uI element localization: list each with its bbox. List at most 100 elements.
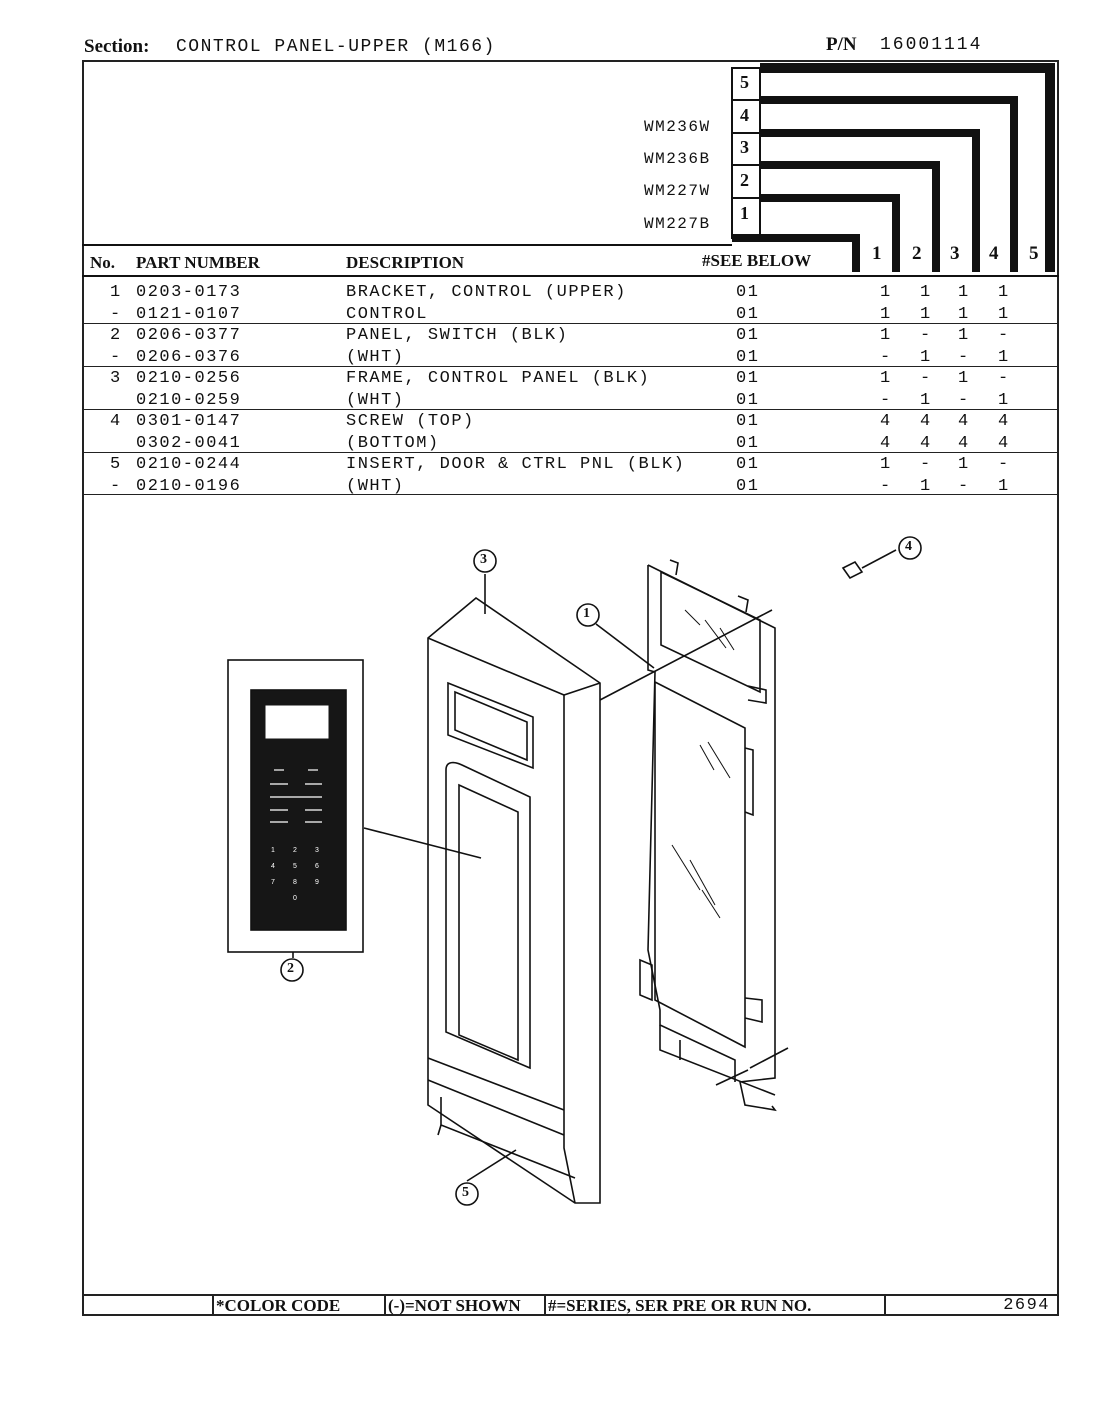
col-header-qty: 4 [989, 243, 999, 264]
callout-circle [898, 536, 922, 560]
row-number: - [110, 304, 122, 324]
table-row: 0210-0259(WHT)01-1-1 [84, 391, 1059, 412]
section-title: CONTROL PANEL-UPPER (M166) [176, 37, 496, 57]
col-header-no: No. [90, 253, 116, 272]
part-description: BRACKET, CONTROL (UPPER) [346, 283, 627, 302]
qty-model-2: 1 [920, 390, 932, 410]
switch-panel-outline [227, 659, 364, 953]
part-description: FRAME, CONTROL PANEL (BLK) [346, 369, 651, 388]
callout-circle [473, 549, 497, 573]
model-code: WM227W [644, 182, 711, 200]
qty-model-4: 1 [998, 347, 1010, 367]
callout-number: 1 [583, 606, 590, 621]
row-number: 5 [110, 455, 122, 474]
group-divider [84, 494, 1059, 495]
see-below-code: 01 [736, 476, 760, 496]
part-number: 0206-0377 [136, 326, 242, 345]
part-description: INSERT, DOOR & CTRL PNL (BLK) [346, 455, 686, 474]
qty-model-1: - [880, 476, 892, 496]
keypad-digit: 7 [271, 879, 275, 886]
page-frame [82, 60, 1059, 1316]
row-number: 2 [110, 326, 122, 345]
group-divider [84, 323, 1059, 324]
row-number: 3 [110, 369, 122, 388]
qty-model-3: 4 [958, 433, 970, 453]
part-number-value: 16001114 [880, 35, 983, 55]
see-below-code: 01 [736, 283, 760, 302]
display-window [265, 705, 329, 739]
step-number: 5 [740, 72, 749, 92]
qty-model-4: 1 [998, 476, 1010, 496]
qty-model-2: 1 [920, 347, 932, 367]
qty-model-1: 4 [880, 412, 892, 431]
callout-number: 2 [287, 961, 294, 976]
group-divider [84, 452, 1059, 453]
footer-series: #=SERIES, SER PRE OR RUN NO. [544, 1296, 811, 1316]
qty-model-3: 4 [958, 412, 970, 431]
group-divider [84, 366, 1059, 367]
step-number: 1 [740, 203, 749, 223]
part-description: PANEL, SWITCH (BLK) [346, 326, 569, 345]
col-header-qty: 5 [1029, 243, 1039, 264]
qty-model-2: 1 [920, 304, 932, 324]
see-below-code: 01 [736, 369, 760, 388]
row-number: 4 [110, 412, 122, 431]
step-number: 2 [740, 170, 749, 190]
footer: *COLOR CODE (-)=NOT SHOWN #=SERIES, SER … [84, 1294, 1059, 1316]
row-number: - [110, 476, 122, 496]
keypad-digit: 1 [271, 847, 275, 854]
keypad-digit: 0 [293, 895, 297, 902]
qty-model-1: 1 [880, 369, 892, 388]
callout-number: 3 [480, 552, 487, 567]
see-below-code: 01 [736, 433, 760, 453]
footer-page-number: 2694 [884, 1296, 1054, 1316]
qty-model-3: 1 [958, 369, 970, 388]
qty-model-1: 1 [880, 326, 892, 345]
qty-model-4: 1 [998, 390, 1010, 410]
qty-model-1: - [880, 347, 892, 367]
qty-model-1: 1 [880, 304, 892, 324]
part-description: (BOTTOM) [346, 433, 440, 453]
footer-not-shown: (-)=NOT SHOWN [384, 1296, 521, 1316]
callout-circle [576, 603, 600, 627]
part-number: 0210-0259 [136, 390, 242, 410]
qty-model-3: - [958, 347, 970, 367]
row-number: 1 [110, 283, 122, 302]
table-row: -0210-0196(WHT)01-1-1 [84, 477, 1059, 498]
part-description: CONTROL [346, 304, 428, 324]
row-number: - [110, 347, 122, 367]
qty-model-3: 1 [958, 455, 970, 474]
qty-model-4: - [998, 369, 1010, 388]
qty-model-2: 1 [920, 283, 932, 302]
group-divider [84, 409, 1059, 410]
footer-color-code: *COLOR CODE [212, 1296, 340, 1316]
see-below-code: 01 [736, 326, 760, 345]
callout-circle [455, 1182, 479, 1206]
qty-model-3: - [958, 390, 970, 410]
col-header-qty: 1 [872, 243, 882, 264]
col-header-see-below: #SEE BELOW [702, 251, 812, 270]
keypad-digit: 4 [271, 863, 275, 870]
qty-model-4: 4 [998, 433, 1010, 453]
part-number-label: P/N [826, 34, 857, 55]
part-number: 0206-0376 [136, 347, 242, 367]
col-header-qty: 2 [912, 243, 922, 264]
section-label: Section: [84, 36, 150, 57]
step-number: 3 [740, 137, 749, 157]
qty-model-2: - [920, 455, 932, 474]
part-number: 0301-0147 [136, 412, 242, 431]
step-number: 4 [740, 105, 749, 125]
qty-model-3: 1 [958, 304, 970, 324]
qty-model-3: 1 [958, 326, 970, 345]
see-below-code: 01 [736, 455, 760, 474]
qty-model-2: 4 [920, 412, 932, 431]
col-header-part-number: PART NUMBER [136, 253, 260, 272]
qty-model-4: 1 [998, 283, 1010, 302]
qty-model-3: 1 [958, 283, 970, 302]
callout-number: 4 [905, 539, 912, 554]
